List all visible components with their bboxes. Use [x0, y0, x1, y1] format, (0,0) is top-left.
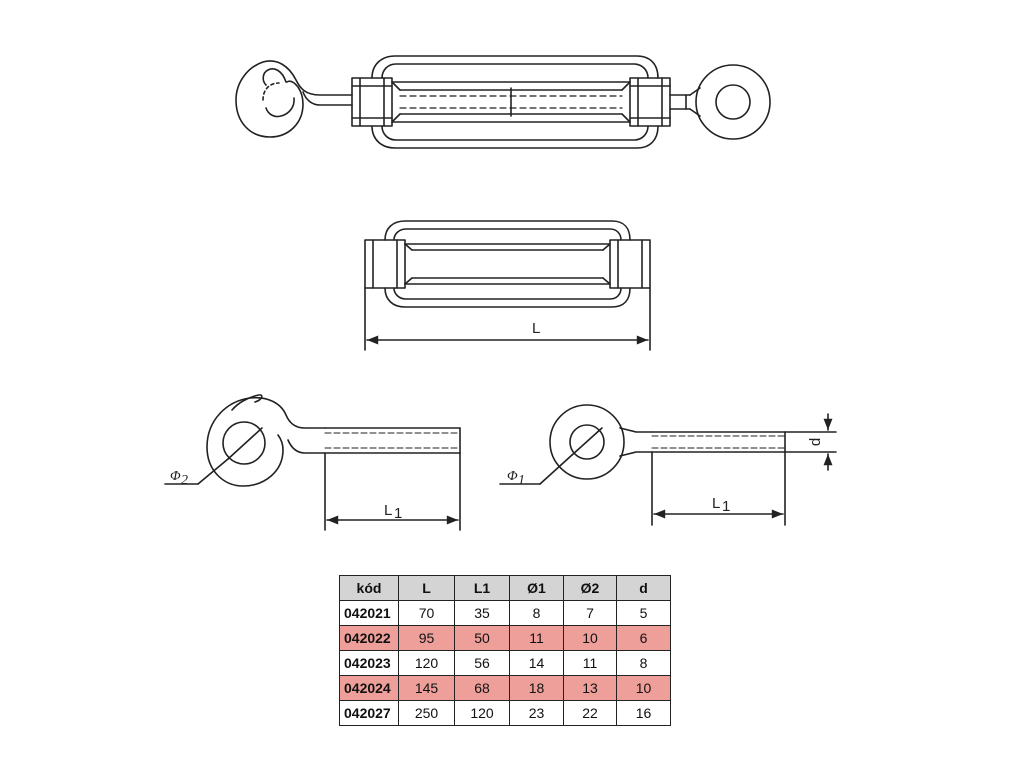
cell-d2: 13 [563, 675, 617, 701]
assembled-turnbuckle [235, 55, 771, 149]
hook-detail: Φ 2 L 1 [164, 394, 461, 531]
header-d: d [616, 575, 671, 601]
cell-d1: 8 [509, 600, 564, 626]
cell-d1: 11 [509, 625, 564, 651]
cell-d1: 18 [509, 675, 564, 701]
dimension-L1-hook-label: L [384, 502, 392, 519]
right-nut-top [629, 77, 671, 127]
header-d2: Ø2 [563, 575, 617, 601]
cell-d2: 10 [563, 625, 617, 651]
cell-code: 042027 [339, 700, 399, 726]
cell-L1: 68 [454, 675, 510, 701]
cell-code: 042021 [339, 600, 399, 626]
technical-drawing: L Φ 2 L 1 Φ 1 [164, 55, 837, 531]
phi2-label: Φ [170, 469, 181, 484]
cell-code: 042024 [339, 675, 399, 701]
hook-end-top [235, 60, 353, 138]
header-code: kód [339, 575, 399, 601]
cell-L1: 35 [454, 600, 510, 626]
cell-d1: 14 [509, 650, 564, 676]
eye-end-top [669, 64, 771, 140]
cell-d: 5 [616, 600, 671, 626]
dimension-L1-eye-label: L [712, 495, 720, 512]
dimension-L: L [364, 287, 651, 351]
cell-L1: 120 [454, 700, 510, 726]
cell-code: 042023 [339, 650, 399, 676]
header-d1: Ø1 [509, 575, 564, 601]
cell-L: 120 [398, 650, 455, 676]
cell-d2: 11 [563, 650, 617, 676]
dimension-L-label: L [532, 320, 540, 337]
cell-d2: 7 [563, 600, 617, 626]
cell-L: 250 [398, 700, 455, 726]
cell-code: 042022 [339, 625, 399, 651]
cell-L1: 50 [454, 625, 510, 651]
cell-d: 10 [616, 675, 671, 701]
cell-d: 6 [616, 625, 671, 651]
cell-d: 8 [616, 650, 671, 676]
table-header-row: kód L L1 Ø1 Ø2 d [339, 575, 671, 601]
turnbuckle-body-middle [364, 220, 651, 308]
eye-detail: Φ 1 L 1 d [499, 404, 837, 526]
phi1-label: Φ [507, 469, 518, 484]
cell-L1: 56 [454, 650, 510, 676]
header-L1: L1 [454, 575, 510, 601]
turnbuckle-body-top [371, 55, 659, 149]
dimension-d-label: d [807, 438, 824, 446]
phi2-subscript: 2 [181, 473, 188, 488]
cell-L: 70 [398, 600, 455, 626]
header-L: L [398, 575, 455, 601]
cell-L: 145 [398, 675, 455, 701]
cell-d2: 22 [563, 700, 617, 726]
left-nut-top [351, 77, 393, 127]
phi1-subscript: 1 [518, 473, 525, 488]
cell-L: 95 [398, 625, 455, 651]
dimension-L1-hook-subscript: 1 [394, 505, 402, 522]
dimension-L1-eye-subscript: 1 [722, 498, 730, 515]
cell-d1: 23 [509, 700, 564, 726]
cell-d: 16 [616, 700, 671, 726]
